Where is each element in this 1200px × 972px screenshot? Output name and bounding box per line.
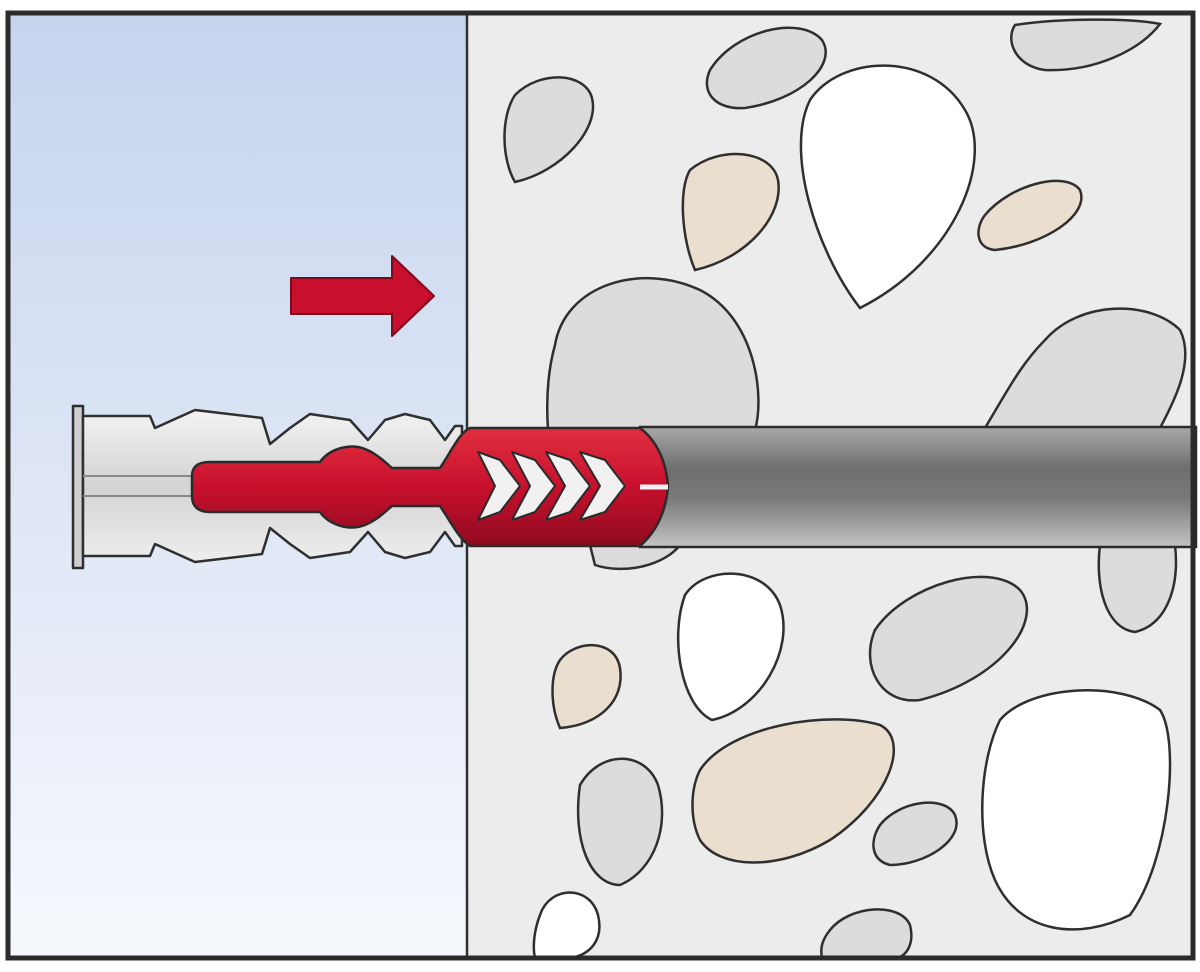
stone	[676, 572, 785, 722]
stone	[681, 152, 780, 272]
stone	[532, 891, 601, 958]
stone	[981, 689, 1172, 931]
stone	[691, 718, 896, 864]
stone	[1010, 18, 1163, 72]
stone	[705, 26, 827, 110]
stone	[982, 307, 1187, 430]
chevron	[545, 451, 591, 521]
stone	[576, 757, 664, 887]
chevron	[579, 451, 626, 521]
stone	[977, 179, 1083, 252]
stone	[868, 575, 1029, 702]
stone	[1097, 543, 1178, 634]
stone	[799, 64, 976, 310]
screw-shaft	[638, 425, 1198, 549]
stone	[546, 276, 760, 432]
stone	[551, 644, 622, 730]
chevron	[511, 451, 556, 521]
stone	[820, 908, 913, 958]
chevron	[477, 451, 521, 521]
diagram-frame	[5, 10, 1196, 961]
stone	[503, 76, 595, 184]
arrow-right-icon	[290, 255, 435, 337]
plug-red-core	[190, 426, 670, 548]
stone	[872, 801, 958, 867]
